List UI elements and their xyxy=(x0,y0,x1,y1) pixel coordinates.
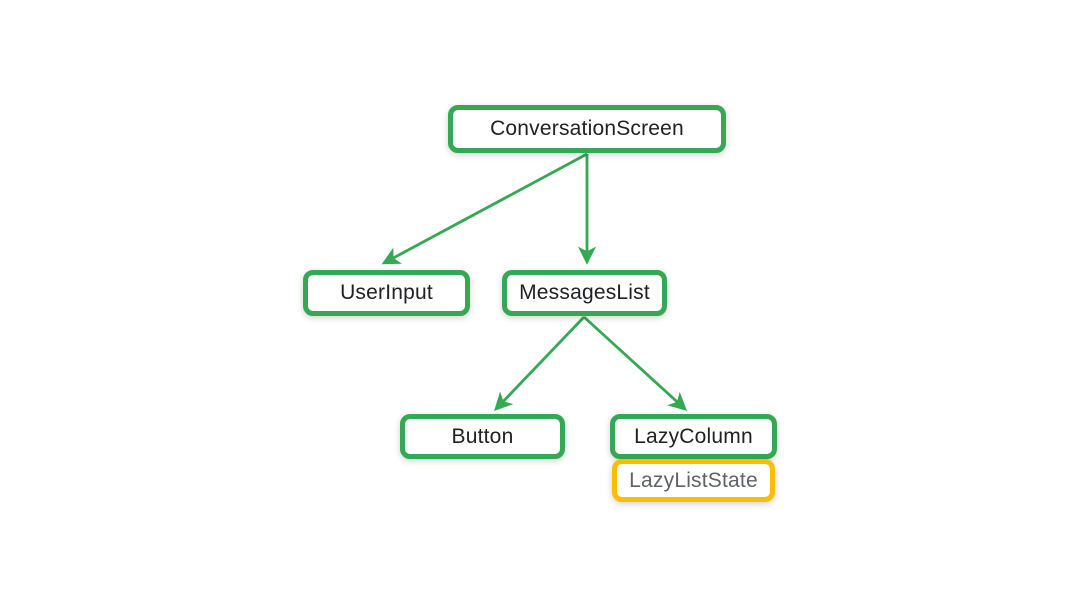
arrow-conversationscreen-to-userinput xyxy=(381,152,588,265)
node-userinput: UserInput xyxy=(303,270,470,316)
node-messageslist-label: MessagesList xyxy=(519,281,650,304)
arrow-messageslist-to-lazycolumn xyxy=(583,315,688,411)
node-lazycolumn-label: LazyColumn xyxy=(634,424,753,448)
node-lazycolumn: LazyColumn xyxy=(610,414,777,459)
node-conversationscreen: ConversationScreen xyxy=(448,105,726,153)
node-lazyliststate-label: LazyListState xyxy=(629,468,758,492)
node-button: Button xyxy=(400,414,565,459)
node-userinput-label: UserInput xyxy=(340,281,433,304)
node-button-label: Button xyxy=(451,424,514,448)
node-conversationscreen-label: ConversationScreen xyxy=(490,117,684,140)
node-lazyliststate: LazyListState xyxy=(612,459,775,502)
node-messageslist: MessagesList xyxy=(502,270,667,316)
arrow-messageslist-to-button xyxy=(494,316,586,411)
